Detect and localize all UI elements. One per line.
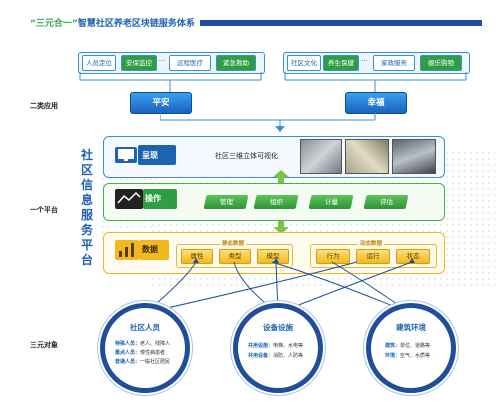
row-label-apps: 二类应用 bbox=[30, 102, 58, 110]
row-label-platform: 一个平台 bbox=[30, 206, 58, 214]
app-item-housekeeping[interactable]: 家政服务 bbox=[373, 55, 415, 71]
dynamic-item-behavior[interactable]: 行为 bbox=[316, 249, 350, 264]
connector-right bbox=[284, 72, 467, 92]
object-circle-facilities[interactable]: 设备设施 共用设施：电梯、水电等 共用设备：消防、人防等 bbox=[233, 303, 323, 393]
dynamic-item-status[interactable]: 状态 bbox=[396, 249, 430, 264]
object-line: 重点人员：慢性病患者 bbox=[115, 350, 166, 356]
object-circle-people[interactable]: 社区人员 特殊人员：老人、残障人 重点人员：慢性病患者 普通人员：一般社区居民 bbox=[100, 303, 190, 393]
apps-to-platform-connector bbox=[160, 112, 376, 132]
object-line: 建筑：单位、道路等 bbox=[385, 343, 431, 349]
object-title: 社区人员 bbox=[130, 323, 160, 332]
app-item-location[interactable]: 人员定位 bbox=[82, 55, 116, 71]
page-title: “三元合一”智慧社区养老区块链服务体系 bbox=[30, 16, 195, 29]
row-label-objects: 三元对象 bbox=[30, 341, 58, 349]
dynamic-item-operation[interactable]: 运行 bbox=[356, 249, 390, 264]
static-item-type[interactable]: 类型 bbox=[219, 249, 251, 264]
static-data-label: 静态数据 bbox=[220, 239, 247, 247]
bar-chart-icon bbox=[115, 240, 139, 260]
present-label-bg bbox=[138, 145, 176, 165]
visualization-thumb-2 bbox=[345, 139, 389, 174]
connector-left bbox=[79, 72, 262, 92]
app-item-shopping[interactable]: 娱乐购物 bbox=[420, 55, 462, 71]
app-item-health[interactable]: 养生保健 bbox=[323, 55, 359, 71]
app-item-telemedicine[interactable]: 远程医疗 bbox=[169, 55, 211, 71]
safety-button[interactable]: 平安 bbox=[130, 92, 192, 114]
object-title: 设备设施 bbox=[263, 323, 293, 332]
object-title: 建筑环境 bbox=[396, 323, 426, 332]
object-line: 普通人员：一般社区居民 bbox=[115, 359, 171, 365]
app-item-emergency[interactable]: 紧急救助 bbox=[216, 55, 256, 71]
title-text: 智慧社区养老区块链服务体系 bbox=[77, 19, 195, 29]
happiness-button[interactable]: 幸福 bbox=[345, 92, 407, 114]
monitor-icon bbox=[115, 147, 137, 163]
object-line: 共用设施：电梯、水电等 bbox=[248, 343, 304, 349]
object-line: 环境：空气、水质等 bbox=[385, 353, 431, 359]
data-label: 数据 bbox=[142, 245, 158, 254]
visualization-thumb-3 bbox=[392, 139, 436, 174]
static-item-attribute[interactable]: 属性 bbox=[181, 249, 213, 264]
ellipsis: … bbox=[158, 55, 165, 63]
object-circle-environment[interactable]: 建筑环境 建筑：单位、道路等 环境：空气、水质等 bbox=[366, 303, 456, 393]
app-item-security[interactable]: 安保监控 bbox=[121, 55, 157, 71]
data-label-bg bbox=[139, 240, 169, 260]
dynamic-data-label: 动态数据 bbox=[358, 239, 385, 247]
operate-label: 操作 bbox=[145, 194, 161, 203]
object-line: 特殊人员：老人、残障人 bbox=[115, 341, 171, 347]
static-item-model[interactable]: 模型 bbox=[257, 249, 289, 264]
operate-icon bbox=[115, 189, 143, 209]
present-label: 呈现 bbox=[142, 151, 158, 160]
app-item-culture[interactable]: 社区文化 bbox=[287, 55, 321, 71]
ellipsis: … bbox=[361, 55, 368, 63]
object-line: 共用设备：消防、人防等 bbox=[248, 353, 304, 359]
title-bar bbox=[200, 20, 482, 26]
operate-label-bg bbox=[143, 189, 177, 209]
title-quote: “三元合一” bbox=[30, 19, 78, 29]
visualization-thumb-1 bbox=[300, 139, 342, 174]
present-description: 社区三维立体可视化 bbox=[215, 152, 278, 160]
platform-vertical-label: 社区信息服务平台 bbox=[80, 148, 93, 267]
